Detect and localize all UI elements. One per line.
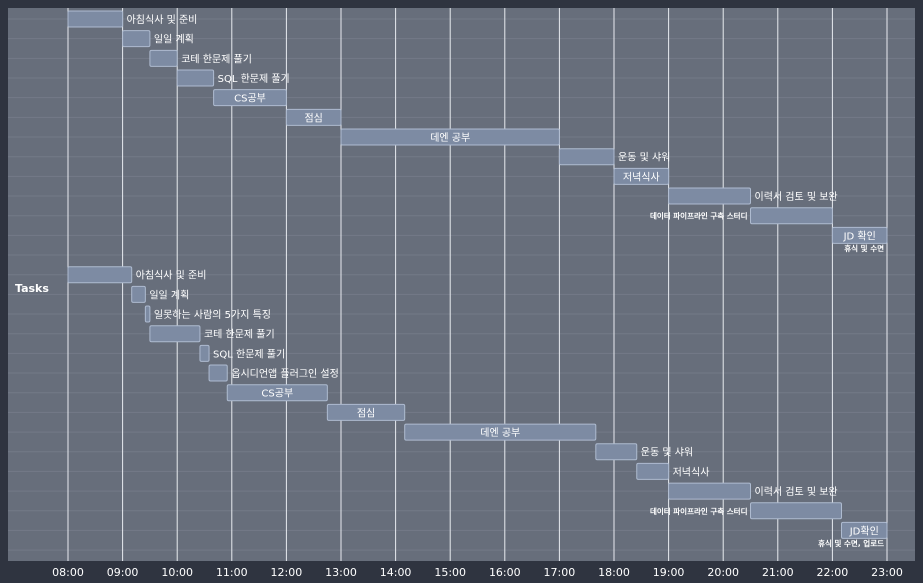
task-bar — [595, 443, 638, 461]
task-label: JD확인 — [849, 525, 879, 537]
task-bar — [144, 305, 151, 323]
task-label: 운동 및 샤워 — [618, 151, 670, 164]
task-label: SQL 한문제 풀기 — [213, 348, 285, 360]
x-tick-label: 22:00 — [817, 566, 849, 579]
task-label: 휴식 및 수면, 업로드 — [818, 538, 884, 548]
plot-area — [8, 8, 915, 561]
task-label: 일일 계획 — [154, 34, 194, 46]
x-tick-label: 12:00 — [271, 566, 303, 579]
task-label: 점심 — [357, 407, 375, 419]
x-tick-label: 23:00 — [871, 566, 903, 579]
x-tick-label: 17:00 — [544, 566, 576, 579]
task-bar — [340, 128, 560, 146]
task-label: 이력서 검토 및 보완 — [755, 486, 838, 498]
task-bar — [404, 423, 597, 441]
task-label: 데이터 파이프라인 구축 스터디 — [650, 506, 748, 516]
task-label: CS공부 — [261, 388, 293, 400]
x-tick-label: 16:00 — [489, 566, 521, 579]
task-label: 코테 한문제 풀기 — [181, 53, 252, 65]
task-bar — [668, 482, 751, 500]
task-label: 아침식사 및 준비 — [127, 14, 198, 26]
task-label: 이력서 검토 및 보완 — [755, 191, 838, 203]
task-bar — [668, 187, 751, 205]
x-tick-label: 19:00 — [653, 566, 685, 579]
task-bar — [67, 10, 124, 28]
x-tick-label: 13:00 — [325, 566, 357, 579]
task-label: 점심 — [304, 112, 322, 124]
task-label: 휴식 및 수면 — [844, 243, 884, 253]
task-bar — [750, 502, 842, 520]
task-label: 아침식사 및 준비 — [136, 270, 207, 282]
task-label: 데엔 공부 — [480, 427, 520, 439]
task-bar — [558, 148, 615, 166]
task-label: 옵시디언앱 플러그인 설정 — [231, 368, 339, 380]
x-tick-label: 11:00 — [216, 566, 248, 579]
task-bar — [131, 285, 146, 303]
task-label: 일못하는 사람의 5가지 특징 — [154, 308, 271, 321]
task-bar — [285, 108, 342, 126]
task-bar — [149, 325, 201, 343]
x-tick-label: 10:00 — [161, 566, 193, 579]
task-bar — [213, 89, 287, 107]
x-tick-label: 09:00 — [107, 566, 139, 579]
task-bar — [226, 384, 328, 402]
task-bar — [613, 167, 670, 185]
task-bar — [326, 403, 406, 421]
x-tick-label: 18:00 — [598, 566, 630, 579]
x-axis-ticks: 08:00 09:00 10:00 11:00 12:00 13:00 14:00 15:00… — [52, 566, 903, 579]
task-bar — [841, 521, 888, 539]
task-bar — [67, 266, 133, 284]
task-bar — [636, 462, 670, 480]
task-label: CS공부 — [234, 93, 266, 105]
x-tick-label: 20:00 — [707, 566, 739, 579]
task-bar — [750, 207, 833, 225]
x-tick-label: 15:00 — [434, 566, 466, 579]
major-gridlines — [67, 8, 888, 561]
minor-gridlines — [8, 18, 915, 551]
task-bar — [149, 49, 178, 67]
task-bar — [176, 69, 215, 87]
x-tick-label: 08:00 — [52, 566, 84, 579]
task-label: SQL 한문제 풀기 — [218, 73, 290, 85]
task-bars — [67, 10, 888, 539]
task-bar — [831, 226, 888, 244]
y-axis-label: Tasks — [15, 282, 49, 295]
x-tick-label: 14:00 — [380, 566, 412, 579]
task-label: 코테 한문제 풀기 — [204, 329, 275, 341]
task-bar — [208, 364, 228, 382]
task-bar — [199, 344, 210, 362]
task-bar — [122, 30, 151, 48]
task-label: 일일 계획 — [149, 289, 189, 301]
task-label: 데엔 공부 — [430, 132, 470, 144]
x-tick-label: 21:00 — [762, 566, 794, 579]
task-label: JD 확인 — [843, 230, 876, 242]
task-label: 저녁식사 — [673, 466, 710, 478]
task-label: 저녁식사 — [623, 171, 660, 183]
task-label: 데이터 파이프라인 구축 스터디 — [650, 211, 748, 221]
task-label: 운동 및 샤워 — [641, 446, 693, 459]
